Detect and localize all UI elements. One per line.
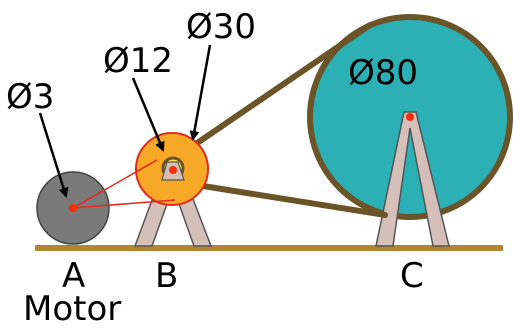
label-dia-large-b: Ø30 bbox=[186, 7, 256, 47]
axle-b bbox=[169, 166, 177, 174]
arrow-dia-small-b bbox=[131, 77, 165, 152]
label-station-c: C bbox=[400, 256, 424, 296]
axle-c bbox=[406, 113, 414, 121]
label-dia-a: Ø3 bbox=[6, 77, 54, 117]
arrow-dia-a bbox=[38, 112, 69, 198]
label-station-a: A bbox=[62, 256, 85, 296]
arrow-dia-large-b bbox=[189, 44, 212, 141]
label-dia-small-b: Ø12 bbox=[103, 41, 173, 81]
ground-line bbox=[35, 245, 503, 251]
label-station-b: B bbox=[155, 256, 178, 296]
axle-a bbox=[69, 204, 77, 212]
motor-belt bbox=[72, 159, 176, 209]
label-dia-c: Ø80 bbox=[348, 53, 418, 93]
label-motor: Motor bbox=[23, 289, 121, 329]
stand-c bbox=[375, 111, 450, 247]
main-belt bbox=[162, 22, 388, 218]
